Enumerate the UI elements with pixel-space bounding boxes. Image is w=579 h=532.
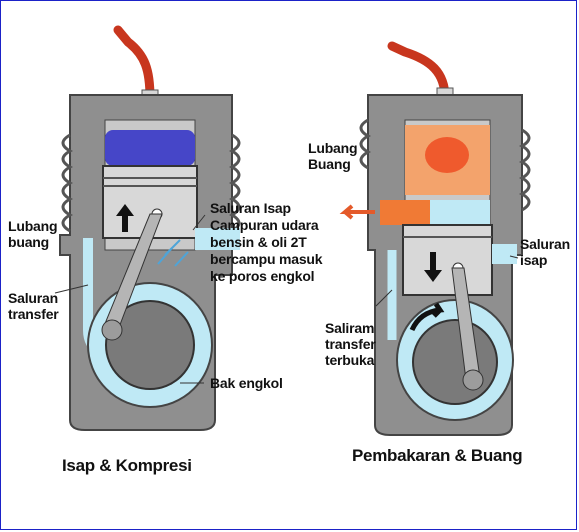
label-lubang-buang-left: Lubang buang	[8, 218, 57, 250]
caption-right: Pembakaran & Buang	[352, 446, 522, 466]
right-piston	[403, 225, 492, 295]
right-exhaust-port	[380, 200, 430, 225]
right-transfer-flow	[430, 200, 490, 225]
label-bak-engkol: Bak engkol	[210, 375, 283, 391]
label-saluran-isap-right: Saluran isap	[520, 236, 570, 268]
caption-left: Isap & Kompresi	[62, 456, 192, 476]
label-lubang-buang-right: Lubang Buang	[308, 140, 357, 172]
label-saluran-transfer-left: Saluran transfer	[8, 290, 59, 322]
left-compressed-charge	[105, 130, 195, 166]
label-saluran-isap-center: Saluran Isap Campuran udara bensin & oli…	[210, 200, 322, 285]
left-spark-wire	[118, 30, 150, 98]
label-saliram-transfer: Saliram transfer terbuka	[325, 320, 376, 368]
right-engine	[345, 46, 529, 435]
right-intake-port	[492, 244, 517, 264]
right-crank-disc	[413, 320, 497, 404]
